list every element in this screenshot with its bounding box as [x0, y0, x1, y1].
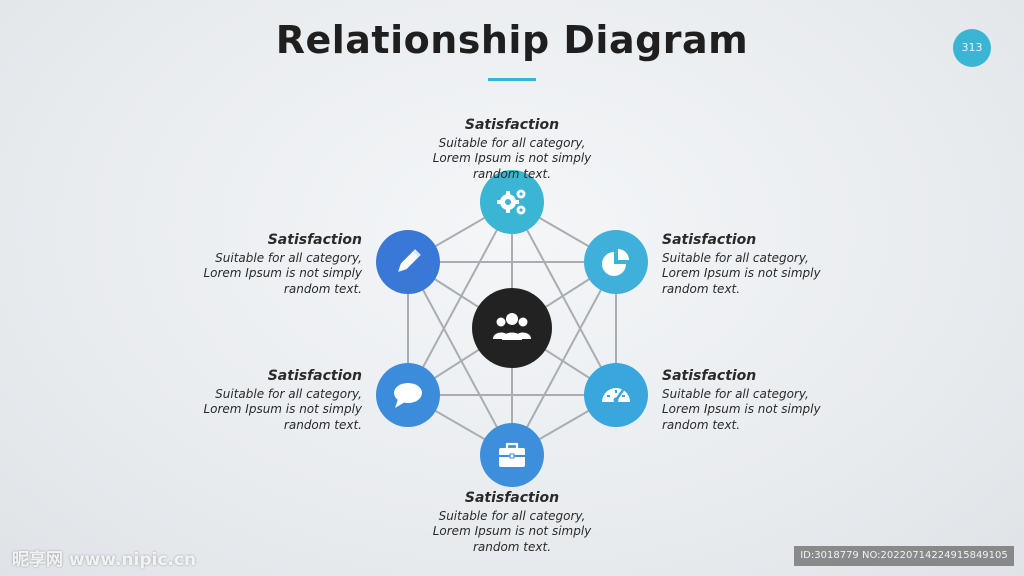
- watermark-id: ID:3018779 NO:20220714224915849105: [794, 546, 1014, 566]
- node-top-right: [584, 230, 648, 294]
- node-bottom: [480, 423, 544, 487]
- link-topright-bottom: [511, 261, 617, 456]
- label-line: Lorem Ipsum is not simply: [203, 402, 362, 416]
- label-heading: Satisfaction: [267, 368, 362, 384]
- label-line: Lorem Ipsum is not simply: [662, 266, 821, 280]
- label-top: Satisfaction Suitable for all category, …: [417, 117, 607, 182]
- label-line: Suitable for all category,: [438, 135, 586, 150]
- label-line: random text.: [283, 417, 362, 432]
- link-bottom-topleft: [407, 261, 513, 456]
- label-heading: Satisfaction: [267, 232, 362, 248]
- label-heading: Satisfaction: [662, 368, 757, 384]
- gears-icon: [497, 189, 526, 215]
- pencil-icon: [398, 249, 421, 272]
- node-top-left: [376, 230, 440, 294]
- watermark-site: 昵享网 www.nipic.cn: [12, 550, 197, 570]
- label-line: Suitable for all category,: [662, 250, 809, 265]
- label-line: Lorem Ipsum is not simply: [662, 402, 821, 416]
- title-underline: [488, 78, 536, 81]
- label-line: random text.: [662, 281, 741, 296]
- node-bottom-left: [376, 363, 440, 427]
- page-number-badge: 313: [953, 29, 991, 67]
- label-bottom: Satisfaction Suitable for all category, …: [417, 490, 607, 555]
- center-node: [472, 288, 552, 368]
- label-line: Suitable for all category,: [438, 508, 586, 523]
- label-heading: Satisfaction: [662, 232, 757, 248]
- label-bottom-right: Satisfaction Suitable for all category, …: [662, 368, 852, 433]
- label-top-right: Satisfaction Suitable for all category, …: [662, 232, 852, 297]
- label-line: Lorem Ipsum is not simply: [203, 266, 362, 280]
- label-line: Suitable for all category,: [215, 250, 362, 265]
- label-line: Suitable for all category,: [662, 386, 809, 401]
- label-heading: Satisfaction: [464, 490, 560, 506]
- link-top-bottomleft: [407, 201, 513, 396]
- link-top-bottomright: [511, 201, 617, 396]
- label-line: random text.: [283, 281, 362, 296]
- label-bottom-left: Satisfaction Suitable for all category, …: [172, 368, 362, 433]
- team-icon: [493, 313, 531, 340]
- label-line: random text.: [662, 417, 741, 432]
- page-title: Relationship Diagram: [275, 18, 749, 62]
- label-top-left: Satisfaction Suitable for all category, …: [172, 232, 362, 297]
- chat-icon: [394, 383, 422, 408]
- label-heading: Satisfaction: [464, 117, 560, 133]
- node-bottom-right: [584, 363, 648, 427]
- briefcase-icon: [499, 442, 525, 467]
- dashboard-icon: [602, 388, 630, 403]
- label-line: Lorem Ipsum is not simply: [432, 151, 592, 165]
- label-line: Suitable for all category,: [215, 386, 362, 401]
- label-line: random text.: [472, 166, 552, 181]
- label-line: Lorem Ipsum is not simply: [432, 524, 592, 538]
- node-top: [480, 170, 544, 234]
- label-line: random text.: [472, 539, 552, 554]
- pie-chart-icon: [602, 249, 629, 276]
